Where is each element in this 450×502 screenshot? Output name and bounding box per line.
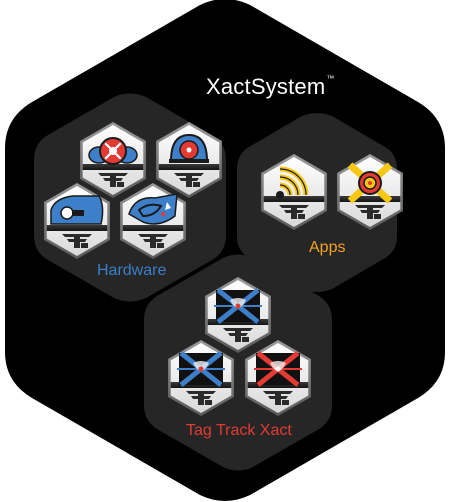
tile-band (158, 164, 220, 170)
tile-logo-icon (263, 391, 293, 405)
tile-logo-icon (223, 328, 253, 342)
target-crosshair-icon (347, 162, 393, 204)
tile-hw-rod-handle[interactable] (116, 183, 190, 259)
rod-handle-icon (128, 193, 178, 225)
tile-band (122, 225, 184, 231)
wireless-signal-icon (276, 166, 309, 199)
tile-app-signal[interactable] (257, 154, 331, 230)
tag-track-xact-group-label: Tag Track Xact (186, 422, 292, 439)
tile-hw-reel-front[interactable] (152, 122, 226, 198)
tile-ttx-red[interactable] (241, 340, 315, 416)
tile-band (46, 225, 108, 231)
tile-face (263, 157, 325, 227)
tile-logo-icon (355, 205, 385, 219)
apps-group-label: Apps (309, 239, 346, 256)
tile-logo-icon (186, 391, 216, 405)
tile-hw-reel-side[interactable] (40, 183, 114, 259)
trademark-mark: ™ (326, 74, 335, 83)
fishing-reel-red-spool-icon (88, 137, 138, 165)
tile-band (263, 196, 325, 202)
hardware-group-label: Hardware (97, 262, 167, 279)
tag-track-red-icon (254, 351, 302, 387)
tile-logo-icon (174, 173, 204, 187)
reel-side-view-icon (50, 195, 104, 225)
tile-app-target[interactable] (333, 154, 407, 230)
tile-band (339, 196, 401, 202)
diagram-title: XactSystem™ (206, 74, 335, 99)
tile-logo-icon (138, 234, 168, 248)
tag-track-xact-group-hexagon (144, 254, 332, 471)
fishing-reel-front-icon (169, 133, 209, 163)
tile-logo-icon (279, 205, 309, 219)
tile-ttx-blue[interactable] (201, 277, 275, 353)
tile-logo-icon (62, 234, 92, 248)
tile-band (82, 164, 144, 170)
tile-logo-icon (98, 173, 128, 187)
tile-ttx-blue-2[interactable] (164, 340, 238, 416)
tile-hw-reel-red[interactable] (76, 122, 150, 198)
tag-track-blue-icon (214, 288, 262, 324)
tag-track-blue-red-icon (177, 351, 225, 387)
